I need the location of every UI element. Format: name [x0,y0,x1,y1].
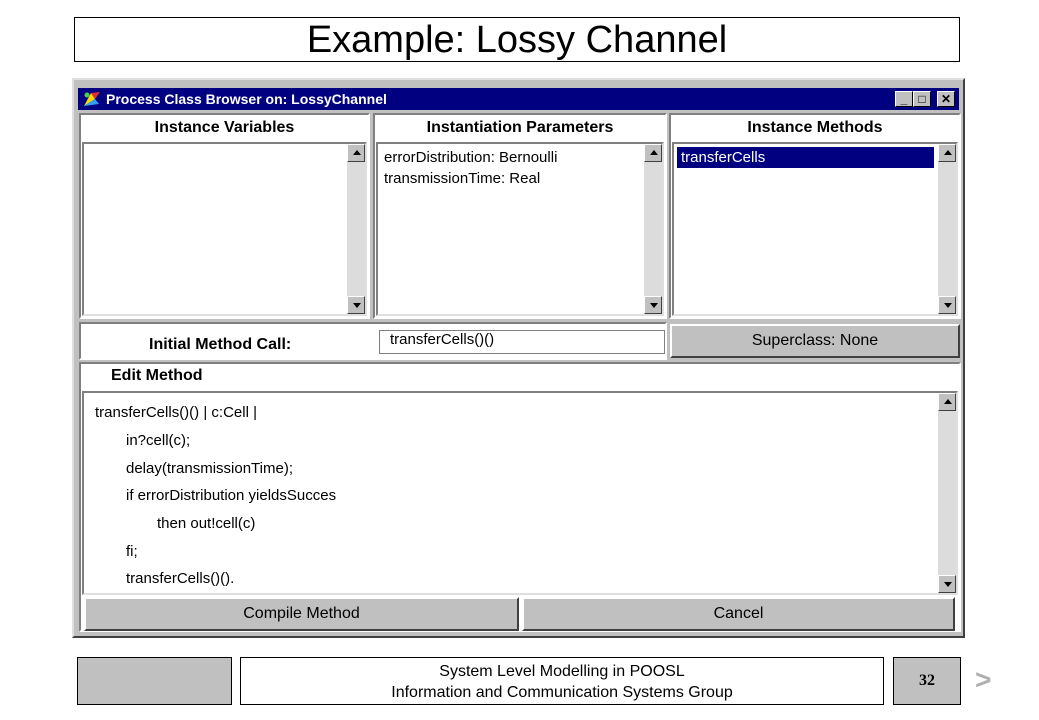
edit-method-panel: Edit Method transferCells()() | c:Cell |… [79,362,961,632]
list-item[interactable]: errorDistribution: Bernoulli [384,149,558,166]
initial-method-call-label: Initial Method Call: [149,336,292,353]
code-line: if errorDistribution yieldsSucces [126,487,337,504]
instantiation-parameters-scrollbar[interactable] [644,144,662,314]
arrow-up-icon [944,399,952,404]
instance-methods-scrollbar[interactable] [938,144,956,314]
code-line: transferCells()() | c:Cell | [95,404,257,421]
superclass-button[interactable]: Superclass: None [670,324,960,358]
instance-methods-list[interactable]: transferCells [672,142,958,316]
cancel-button[interactable]: Cancel [522,597,955,631]
edit-method-header: Edit Method [111,367,203,384]
edit-method-scrollbar[interactable] [938,393,956,593]
arrow-up-icon [944,150,952,155]
arrow-down-icon [944,582,952,587]
window-titlebar[interactable]: Process Class Browser on: LossyChannel _… [78,88,959,110]
code-line: transferCells()(). [126,570,235,587]
list-item-selected[interactable]: transferCells [677,147,934,168]
instantiation-parameters-header: Instantiation Parameters [375,115,665,141]
scroll-down-button[interactable] [644,296,662,314]
close-button[interactable]: ✕ [937,91,955,107]
minimize-button[interactable]: _ [895,91,913,107]
list-item[interactable]: transmissionTime: Real [384,170,541,187]
code-line: delay(transmissionTime); [126,460,293,477]
compile-method-button[interactable]: Compile Method [84,597,519,631]
app-icon [84,92,100,106]
minimize-icon: _ [900,92,908,106]
scroll-down-button[interactable] [938,296,956,314]
instance-variables-header: Instance Variables [81,115,368,141]
instance-variables-panel: Instance Variables [79,113,370,319]
arrow-down-icon [944,303,952,308]
scroll-down-button[interactable] [938,575,956,593]
code-line: then out!cell(c) [157,515,256,532]
scroll-up-button[interactable] [644,144,662,162]
footer-info: System Level Modelling in POOSL Informat… [240,657,884,705]
scroll-down-button[interactable] [347,296,365,314]
close-icon: ✕ [940,92,952,106]
page-number: 32 [893,657,961,705]
next-slide-icon[interactable]: > [975,664,992,695]
arrow-up-icon [650,150,658,155]
initial-method-call-input[interactable]: transferCells()() [379,330,665,354]
arrow-down-icon [353,303,361,308]
code-line: in?cell(c); [126,432,191,449]
footer-logo-box [77,657,232,705]
scroll-up-button[interactable] [938,144,956,162]
instance-variables-list[interactable] [82,142,367,316]
instance-methods-header: Instance Methods [671,115,959,141]
instance-variables-scrollbar[interactable] [347,144,365,314]
code-line: fi; [126,543,138,560]
scroll-up-button[interactable] [347,144,365,162]
edit-method-textarea[interactable]: transferCells()() | c:Cell | in?cell(c);… [82,391,958,595]
footer-group-name: Information and Communication Systems Gr… [391,684,733,701]
slide-title: Example: Lossy Channel [74,17,960,62]
instance-methods-panel: Instance Methods transferCells [669,113,961,319]
maximize-button[interactable]: □ [913,91,931,107]
footer-course-title: System Level Modelling in POOSL [439,663,685,680]
initial-method-call-panel: Initial Method Call: transferCells()() [79,322,667,360]
scroll-up-button[interactable] [938,393,956,411]
arrow-down-icon [650,303,658,308]
window-title: Process Class Browser on: LossyChannel [106,91,387,107]
instantiation-parameters-panel: Instantiation Parameters errorDistributi… [373,113,667,319]
instantiation-parameters-list[interactable]: errorDistribution: Bernoulli transmissio… [376,142,664,316]
maximize-icon: □ [918,92,926,106]
process-class-browser-window: Process Class Browser on: LossyChannel _… [72,78,965,638]
arrow-up-icon [353,150,361,155]
